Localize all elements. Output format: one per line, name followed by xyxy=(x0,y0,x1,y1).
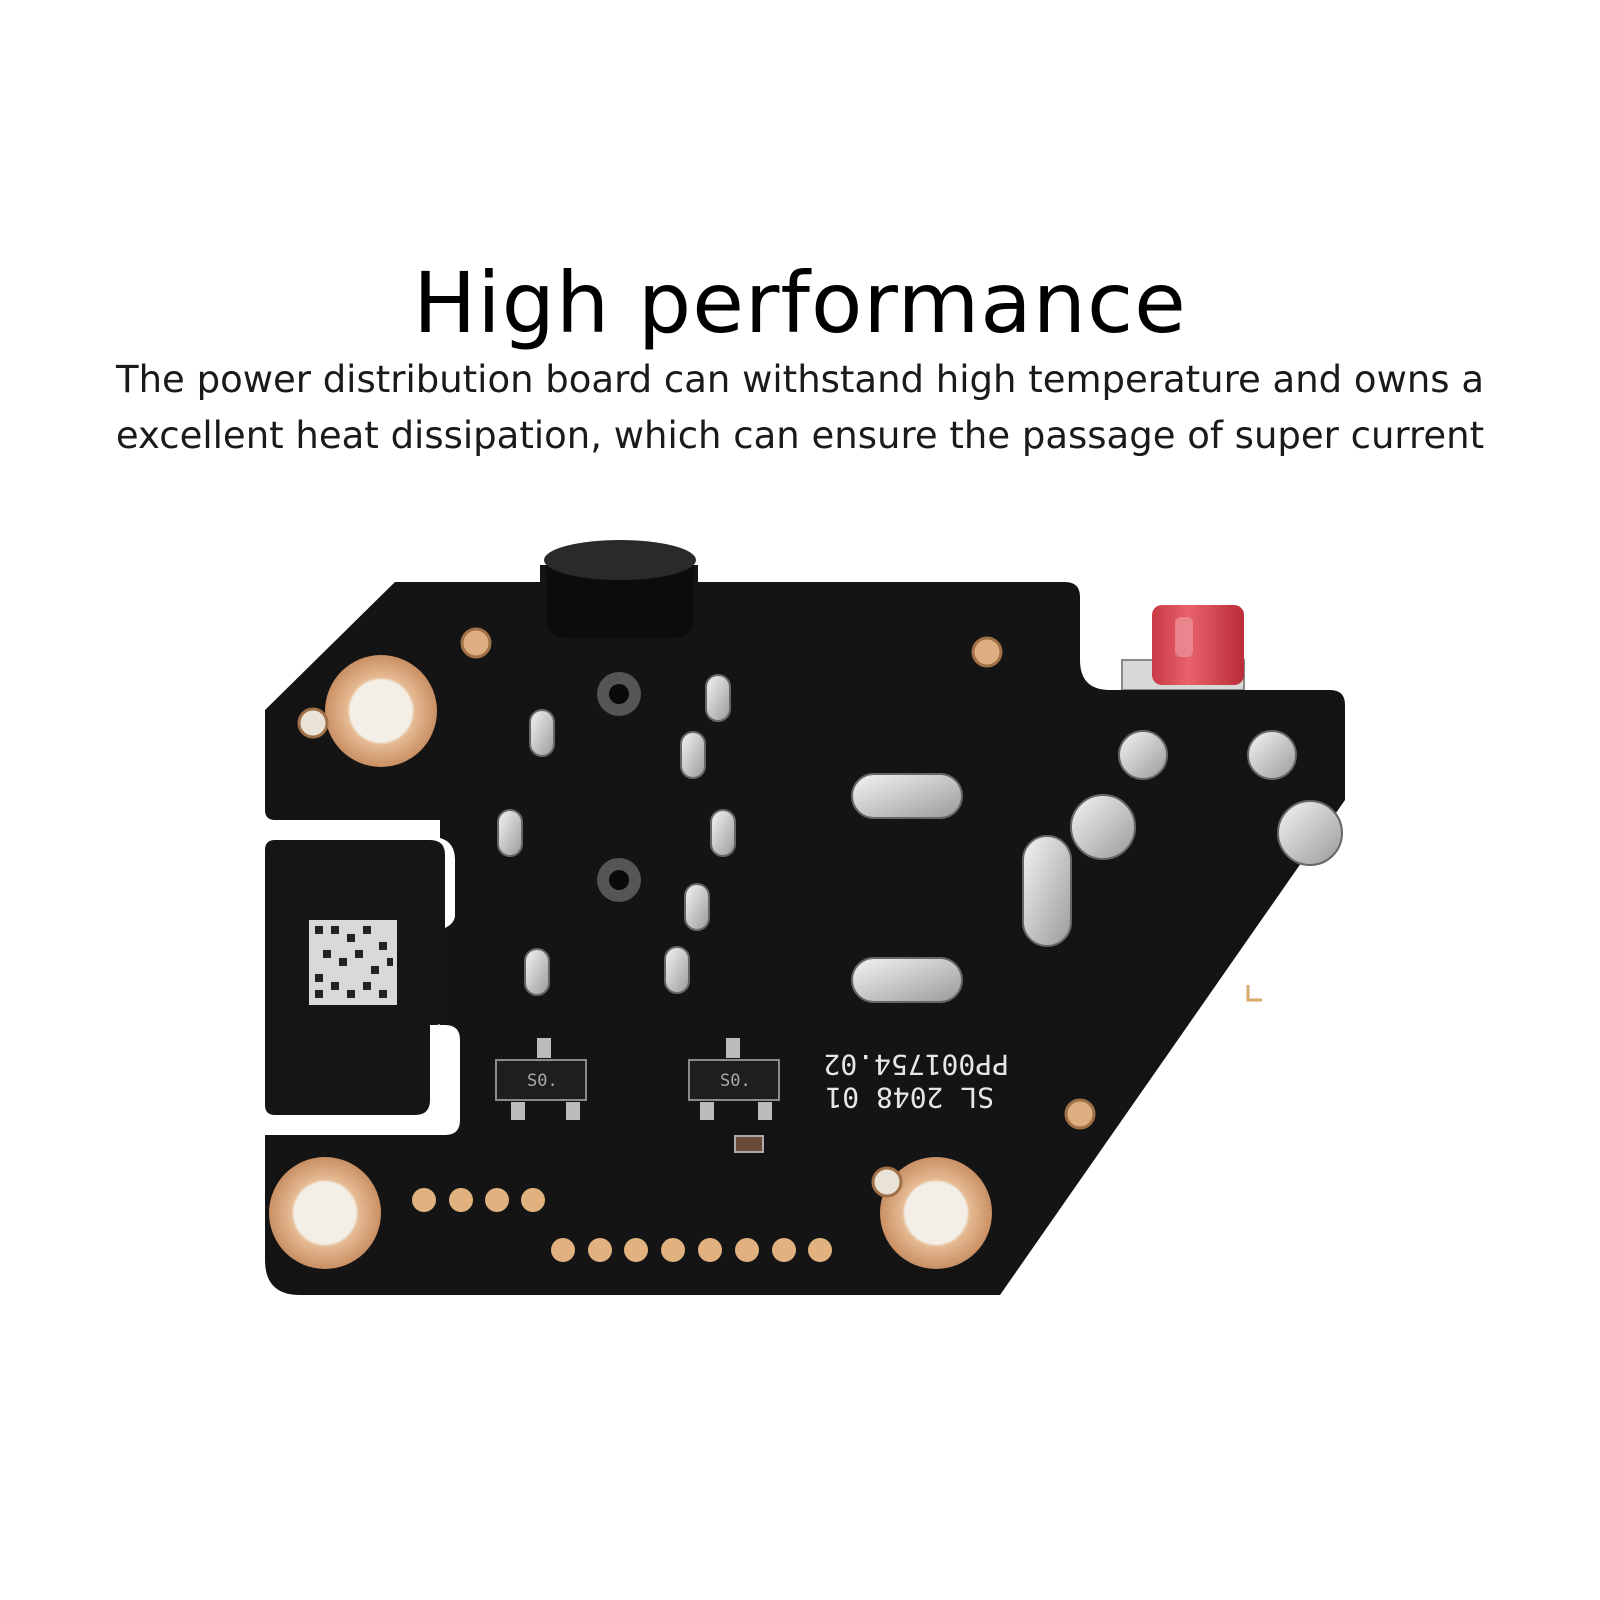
push-button xyxy=(1121,605,1245,691)
chip-left: S0. xyxy=(495,1038,587,1120)
silkscreen-text: SL 2048 01 PP001754.02 xyxy=(824,1048,1009,1114)
cylinder-connector xyxy=(544,540,696,638)
mounting-holes xyxy=(269,655,992,1269)
vias xyxy=(597,672,641,902)
pcb-board-image: S0. S0. SL 2048 01 PP001754.02 xyxy=(265,540,1345,1295)
solder-slots xyxy=(497,674,1343,1003)
small-copper-pads xyxy=(297,627,1096,1198)
corner-mark xyxy=(1246,985,1262,1002)
data-matrix-code xyxy=(309,920,397,1005)
bottom-pad-row xyxy=(412,1188,832,1262)
chip-left-label: S0. xyxy=(527,1071,558,1091)
description-line-2: excellent heat dissipation, which can en… xyxy=(115,414,1485,457)
description-line-1: The power distribution board can withsta… xyxy=(116,358,1484,401)
description: The power distribution board can withsta… xyxy=(0,352,1600,464)
capacitor xyxy=(734,1135,764,1153)
chip-right-label: S0. xyxy=(720,1071,751,1091)
chip-right: S0. xyxy=(688,1038,780,1120)
silk-line-1: SL 2048 01 xyxy=(825,1081,994,1114)
silk-line-2: PP001754.02 xyxy=(824,1048,1009,1081)
headline: High performance xyxy=(413,254,1187,353)
